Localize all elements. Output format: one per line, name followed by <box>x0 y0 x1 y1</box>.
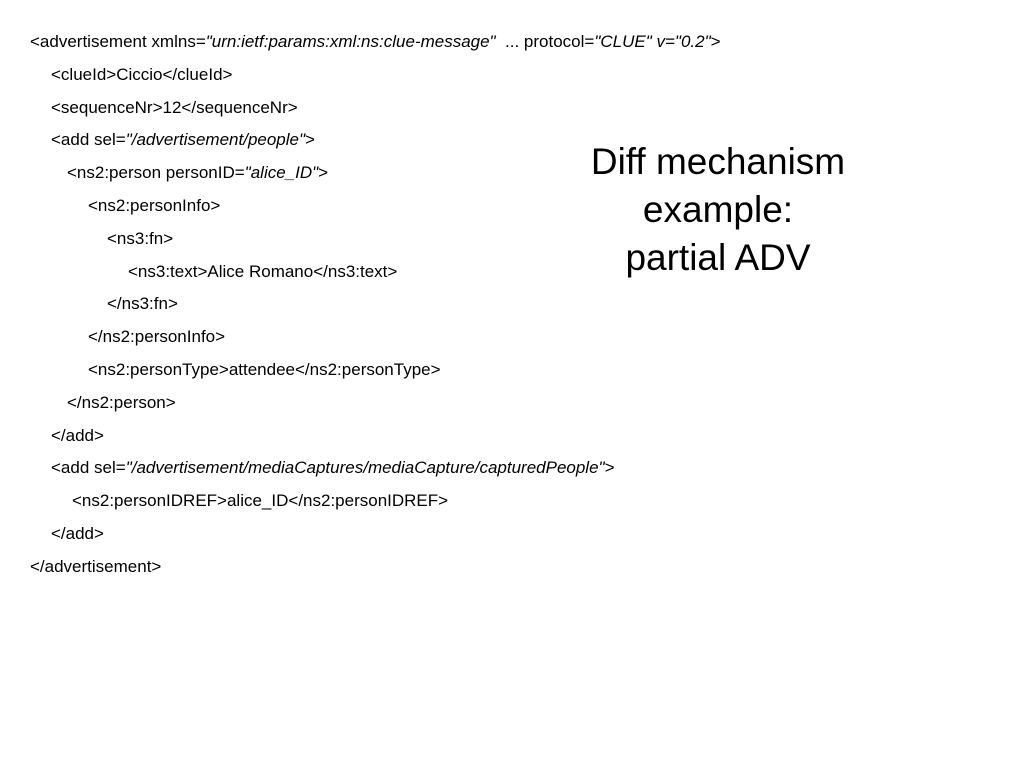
code-line: <add sel="/advertisement/people"> <box>30 124 930 157</box>
code-text: <advertisement xmlns= <box>30 32 206 51</box>
code-attr-value: "/advertisement/people" <box>125 130 306 150</box>
code-line: <ns3:text>Alice Romano</ns3:text> <box>30 256 930 289</box>
code-text: ... protocol= <box>495 32 595 51</box>
code-line: </ns3:fn> <box>30 288 930 321</box>
code-attr-value: "alice_ID" <box>244 163 319 183</box>
code-text: <ns2:personType>attendee</ns2:personType… <box>88 359 441 379</box>
code-attr-value: "CLUE" v="0.2" <box>594 32 711 51</box>
code-text: <add sel= <box>51 130 126 150</box>
code-line: <add sel="/advertisement/mediaCaptures/m… <box>30 452 930 485</box>
code-line: <ns2:personInfo> <box>30 190 930 223</box>
code-attr-value: "/advertisement/mediaCaptures/mediaCaptu… <box>125 458 605 478</box>
code-text: </ns2:person> <box>67 392 176 412</box>
slide-title-line: partial ADV <box>625 237 811 278</box>
code-line: </add> <box>30 518 930 551</box>
code-text: <add sel= <box>51 458 126 478</box>
code-line: </ns2:person> <box>30 387 930 420</box>
code-line: <ns2:personType>attendee</ns2:personType… <box>30 354 930 387</box>
code-text: <sequenceNr>12</sequenceNr> <box>51 97 298 117</box>
code-text: </advertisement> <box>30 556 162 576</box>
code-text: <ns3:fn> <box>107 228 174 248</box>
code-text: > <box>710 32 721 51</box>
code-text: </ns3:fn> <box>107 294 178 314</box>
code-line: <advertisement xmlns="urn:ietf:params:xm… <box>30 26 930 59</box>
code-line: <sequenceNr>12</sequenceNr> <box>30 92 930 125</box>
slide-title: Diff mechanism example: partial ADV <box>548 138 888 282</box>
code-line: <ns2:personIDREF>alice_ID</ns2:personIDR… <box>30 485 930 518</box>
code-text: <ns2:personInfo> <box>88 195 221 215</box>
code-text: <ns3:text>Alice Romano</ns3:text> <box>128 261 398 281</box>
code-text: <ns2:person personID= <box>67 163 245 183</box>
code-line: </ns2:personInfo> <box>30 321 930 354</box>
code-text: <ns2:personIDREF>alice_ID</ns2:personIDR… <box>72 491 449 511</box>
code-text: > <box>604 458 615 478</box>
code-attr-value: "urn:ietf:params:xml:ns:clue-message" <box>205 32 496 51</box>
code-text: > <box>305 130 315 150</box>
code-text: </ns2:personInfo> <box>88 327 226 347</box>
code-text: <clueId>Ciccio</clueId> <box>51 64 233 84</box>
xml-code-block: <advertisement xmlns="urn:ietf:params:xm… <box>30 26 930 584</box>
code-text: </add> <box>51 425 104 445</box>
code-text: > <box>318 163 329 183</box>
code-line: <clueId>Ciccio</clueId> <box>30 59 930 92</box>
slide-title-line: Diff mechanism <box>590 141 846 182</box>
code-line: <ns3:fn> <box>30 223 930 256</box>
code-line: <ns2:person personID="alice_ID"> <box>30 157 930 190</box>
code-line: </add> <box>30 420 930 453</box>
slide-title-line: example: <box>642 189 794 230</box>
code-line: </advertisement> <box>30 551 930 584</box>
code-text: </add> <box>51 523 104 543</box>
